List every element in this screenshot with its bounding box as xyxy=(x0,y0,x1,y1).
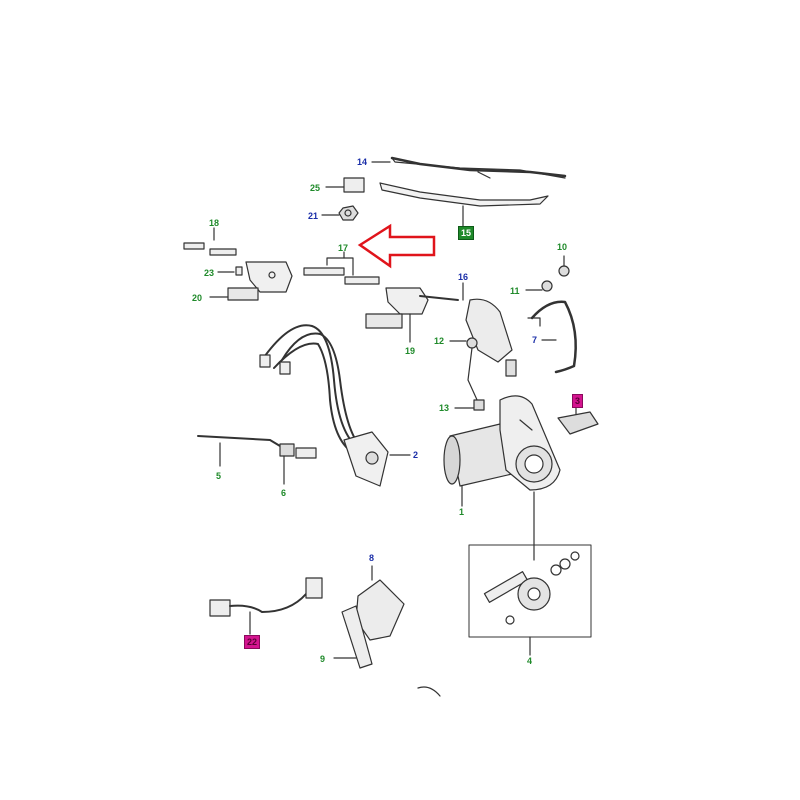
callout-20[interactable]: 20 xyxy=(192,293,203,303)
bracket-8 xyxy=(355,565,405,641)
tubes-17 xyxy=(303,251,380,285)
clip-23 xyxy=(217,266,243,276)
callout-2[interactable]: 2 xyxy=(413,450,419,460)
rods-18 xyxy=(183,227,237,256)
callout-1[interactable]: 1 xyxy=(459,507,465,517)
link-9 xyxy=(333,605,373,669)
strap-7 xyxy=(527,300,577,374)
callout-8[interactable]: 8 xyxy=(369,553,375,563)
callout-9[interactable]: 9 xyxy=(320,654,326,664)
bolt-10 xyxy=(558,255,570,277)
highlight-arrow xyxy=(357,223,436,269)
callout-11[interactable]: 11 xyxy=(510,286,520,296)
callout-6[interactable]: 6 xyxy=(281,488,287,498)
detail-box-4 xyxy=(468,544,592,656)
callout-17[interactable]: 17 xyxy=(338,243,349,253)
callout-4[interactable]: 4 xyxy=(527,656,533,666)
callout-12[interactable]: 12 xyxy=(434,336,445,346)
callout-3[interactable]: 3 xyxy=(572,394,584,408)
harness-2 xyxy=(259,324,411,487)
wiper-blade xyxy=(371,156,567,179)
nut xyxy=(321,205,359,221)
cable-end-6 xyxy=(279,443,317,485)
callout-22[interactable]: 22 xyxy=(244,635,261,649)
callout-16[interactable]: 16 xyxy=(458,272,469,282)
wheelbox-left xyxy=(209,261,293,301)
callout-19[interactable]: 19 xyxy=(405,346,416,356)
callout-15[interactable]: 15 xyxy=(458,226,475,240)
cable-5 xyxy=(197,435,281,467)
grommet-12 xyxy=(449,337,479,403)
partial-component xyxy=(417,686,441,697)
bracket-3 xyxy=(557,404,599,435)
harness-22 xyxy=(209,577,323,635)
callout-23[interactable]: 23 xyxy=(204,268,215,278)
callout-14[interactable]: 14 xyxy=(357,157,368,167)
wiper-arm xyxy=(379,182,549,227)
callout-25[interactable]: 25 xyxy=(310,183,321,193)
motor-1 xyxy=(443,395,561,561)
callout-5[interactable]: 5 xyxy=(216,471,222,481)
grommet-11 xyxy=(525,280,553,292)
callout-18[interactable]: 18 xyxy=(209,218,220,228)
wheelbox-right xyxy=(365,287,459,343)
arm-clip xyxy=(325,177,365,193)
callout-13[interactable]: 13 xyxy=(439,403,450,413)
callout-21[interactable]: 21 xyxy=(308,211,319,221)
callout-7[interactable]: 7 xyxy=(532,335,538,345)
clip-13 xyxy=(454,399,485,411)
callout-10[interactable]: 10 xyxy=(557,242,568,252)
gearbox-16 xyxy=(462,282,517,377)
